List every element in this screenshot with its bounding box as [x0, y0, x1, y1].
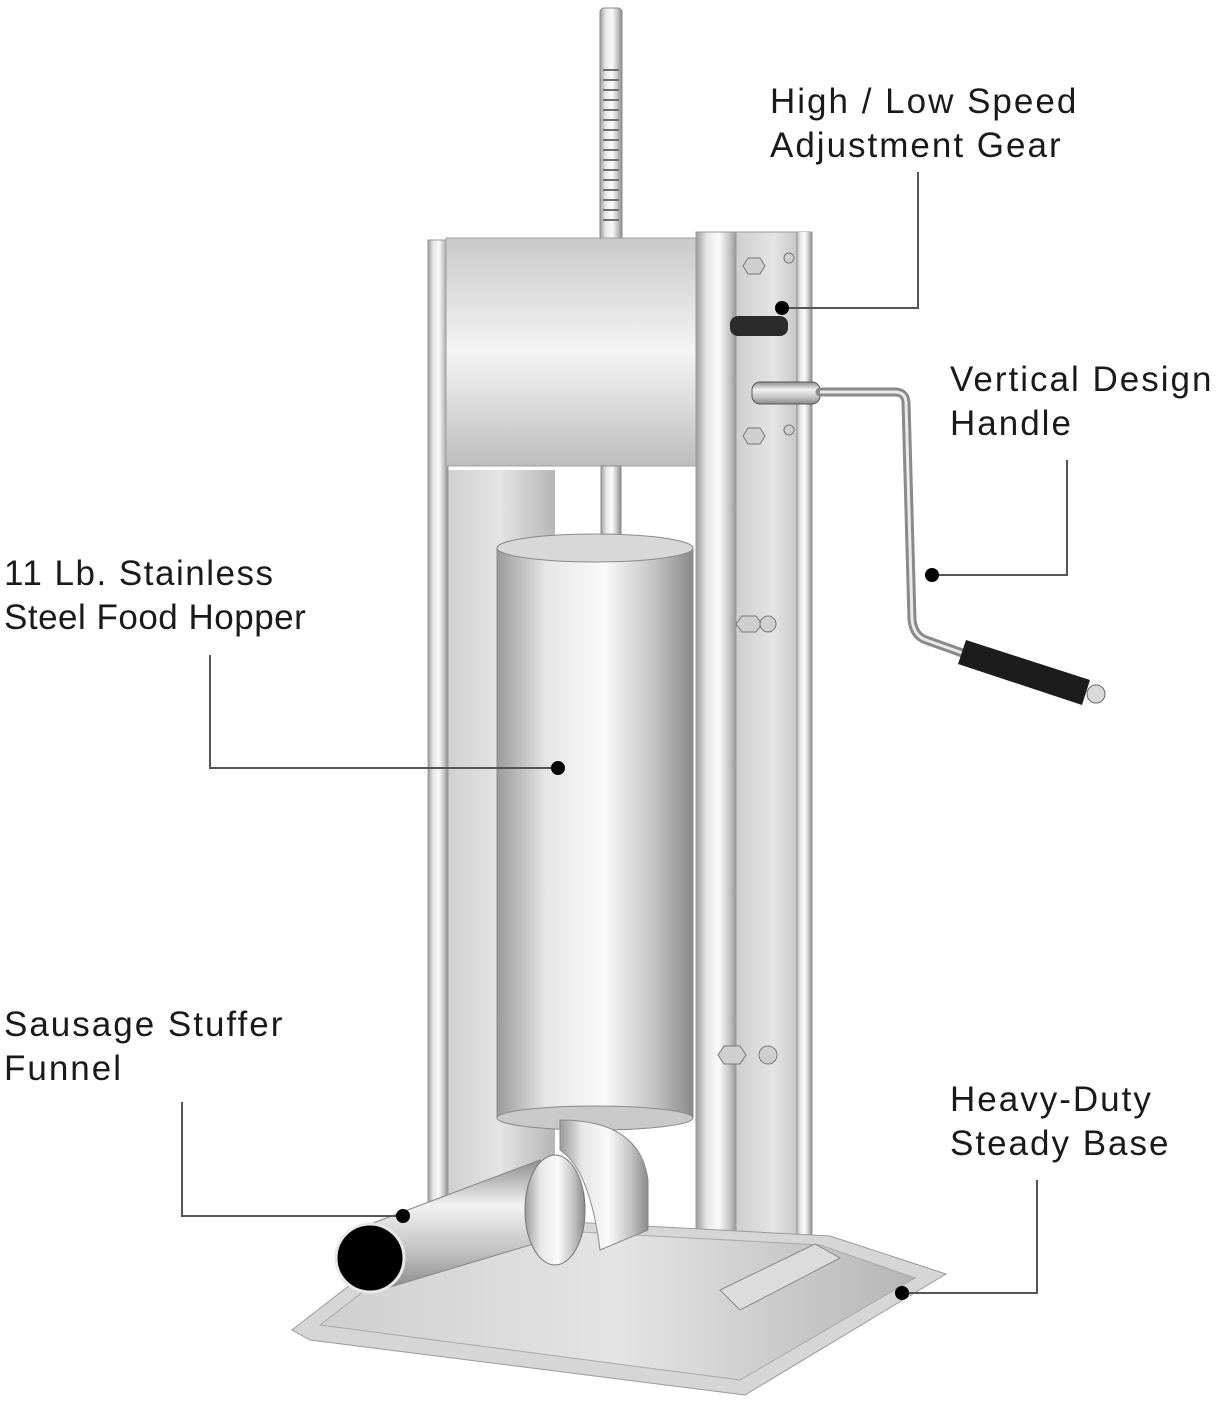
- callout-label-hopper: 11 Lb. Stainless Steel Food Hopper: [4, 552, 306, 640]
- callout-label-handle: Vertical Design Handle: [950, 358, 1213, 446]
- callout-label-line: High / Low Speed: [770, 82, 1079, 121]
- callout-label-speed-gear: High / Low Speed Adjustment Gear: [770, 80, 1078, 168]
- callout-line-handle: [932, 460, 1068, 576]
- crank-handle: [751, 381, 1106, 705]
- callout-dot-base: [895, 1286, 909, 1300]
- gear-housing: [445, 237, 699, 467]
- stuffer-funnel: [334, 1119, 649, 1294]
- callout-label-line: Steel Food Hopper: [4, 598, 307, 637]
- callout-line-speed-gear: [782, 172, 919, 309]
- callout-label-line: Steady Base: [950, 1124, 1171, 1163]
- food-hopper: [496, 533, 694, 1131]
- callout-label-line: 11 Lb. Stainless: [4, 554, 275, 593]
- left-upright: [427, 239, 449, 1291]
- callout-label-line: Heavy-Duty: [950, 1080, 1153, 1119]
- callout-dot-hopper: [551, 761, 565, 775]
- callout-label-funnel: Sausage Stuffer Funnel: [4, 1003, 284, 1091]
- callout-label-line: Adjustment Gear: [770, 126, 1063, 165]
- right-column: [695, 231, 739, 1313]
- callout-dots: [396, 301, 939, 1300]
- callout-line-base: [902, 1180, 1038, 1294]
- callout-dot-handle: [925, 568, 939, 582]
- callout-dot-speed-gear: [775, 301, 789, 315]
- callout-label-line: Funnel: [4, 1049, 124, 1088]
- callout-label-line: Sausage Stuffer: [4, 1005, 285, 1044]
- speed-gear-shaft: [730, 316, 788, 336]
- callout-label-line: Handle: [950, 404, 1073, 443]
- callout-line-funnel: [181, 1102, 403, 1217]
- callout-label-base: Heavy-Duty Steady Base: [950, 1078, 1170, 1166]
- callout-lines: [181, 172, 1068, 1294]
- callout-dot-funnel: [396, 1209, 410, 1223]
- callout-line-hopper: [209, 655, 558, 769]
- gear-rack: [599, 7, 623, 249]
- callout-label-line: Vertical Design: [950, 360, 1214, 399]
